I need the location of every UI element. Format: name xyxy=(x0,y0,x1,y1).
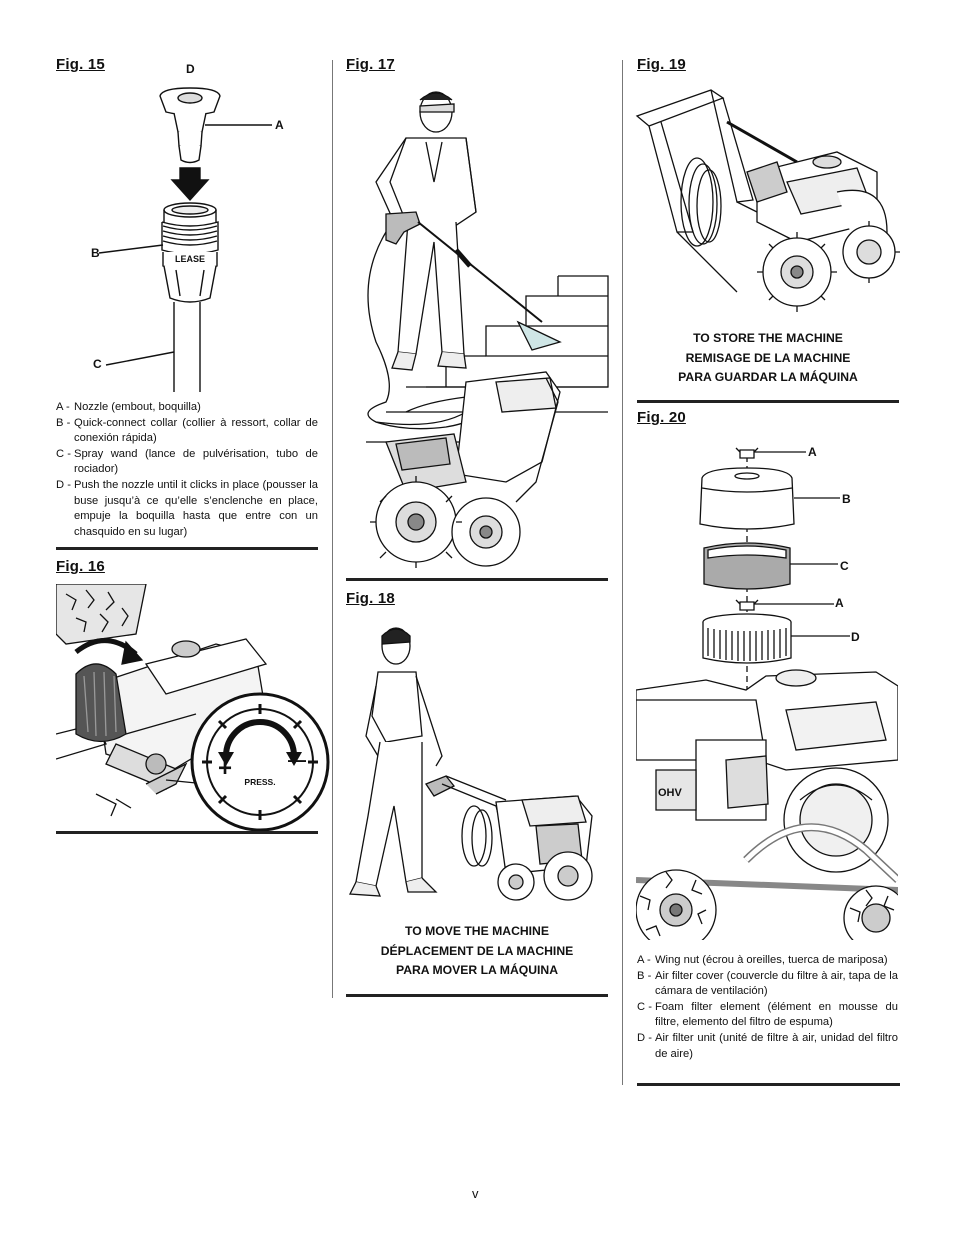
fig20-title: Fig. 20 xyxy=(637,409,686,426)
fig15-label-c: C xyxy=(93,357,102,371)
column-separator-right xyxy=(622,60,623,1085)
pressure-dial-zoom xyxy=(190,692,330,832)
collar-lease-text: LEASE xyxy=(175,254,205,264)
legend-item: C -Spray wand (lance de pulvérisation, t… xyxy=(56,447,318,476)
fig15-title: Fig. 15 xyxy=(56,56,105,73)
caption-line-en: TO MOVE THE MACHINE xyxy=(404,924,549,938)
fig16-bottom-rule xyxy=(56,831,318,834)
fig20-bottom-rule xyxy=(637,1083,900,1086)
fig20-label-c: C xyxy=(840,559,849,573)
fig18-title: Fig. 18 xyxy=(346,590,395,607)
legend-item: D -Push the nozzle until it clicks in pl… xyxy=(56,478,318,538)
engine-ohv-text: OHV xyxy=(658,787,683,799)
fig15-legend: A -Nozzle (embout, boquilla) B -Quick-co… xyxy=(56,400,318,540)
caption-line-fr: REMISAGE DE LA MACHINE xyxy=(685,350,851,365)
caption-line-en: TO STORE THE MACHINE xyxy=(693,331,843,345)
fig15-label-b: B xyxy=(91,246,100,260)
dial-minus-sign: — xyxy=(288,750,306,770)
air-filter-exploded-illustration: OHV xyxy=(636,447,898,940)
nozzle-illustration: LEASE xyxy=(98,87,272,392)
legend-item: C -Foam filter element (élément en mouss… xyxy=(637,1000,898,1029)
fig15-label-d: D xyxy=(186,62,195,76)
legend-item: A -Wing nut (écrou à oreilles, tuerca de… xyxy=(637,954,888,966)
fig20-label-a-bottom: A xyxy=(835,596,844,610)
fig18-bottom-rule xyxy=(346,994,608,997)
dial-press-label: PRESS. xyxy=(244,777,275,787)
column-separator-left xyxy=(332,60,333,998)
moving-machine-illustration xyxy=(348,627,593,901)
fig20-legend: A -Wing nut (écrou à oreilles, tuerca de… xyxy=(637,953,898,1062)
fig19-bottom-rule xyxy=(637,400,899,403)
fig20-label-b: B xyxy=(842,492,851,506)
legend-item: A -Nozzle (embout, boquilla) xyxy=(56,401,201,413)
legend-item: B -Quick-connect collar (collier à resso… xyxy=(56,416,318,445)
fig19-title: Fig. 19 xyxy=(637,56,686,73)
dial-plus-sign: + xyxy=(218,755,232,782)
storing-machine-illustration xyxy=(635,89,900,312)
fig16-title: Fig. 16 xyxy=(56,558,105,575)
spraying-stairs-illustration xyxy=(366,91,609,568)
caption-line-es: PARA GUARDAR LA MÁQUINA xyxy=(678,370,858,384)
fig20-label-a-top: A xyxy=(808,445,817,459)
fig15-label-a: A xyxy=(275,118,284,132)
fig20-label-d: D xyxy=(851,630,860,644)
page-number: v xyxy=(472,1186,479,1201)
caption-line-fr: DÉPLACEMENT DE LA MACHINE xyxy=(380,943,574,958)
fig19-caption: TO STORE THE MACHINE REMISAGE DE LA MACH… xyxy=(637,329,899,388)
pressure-adjust-illustration: + — PRESS. xyxy=(56,584,330,832)
fig18-caption: TO MOVE THE MACHINE DÉPLACEMENT DE LA MA… xyxy=(346,922,608,981)
fig17-title: Fig. 17 xyxy=(346,56,395,73)
caption-line-es: PARA MOVER LA MÁQUINA xyxy=(395,963,559,977)
fig17-bottom-rule xyxy=(346,578,608,581)
legend-item: D -Air filter unit (unité de filtre à ai… xyxy=(637,1031,898,1060)
legend-item: B -Air filter cover (couvercle du filtre… xyxy=(637,969,898,998)
fig15-bottom-rule xyxy=(56,547,318,550)
